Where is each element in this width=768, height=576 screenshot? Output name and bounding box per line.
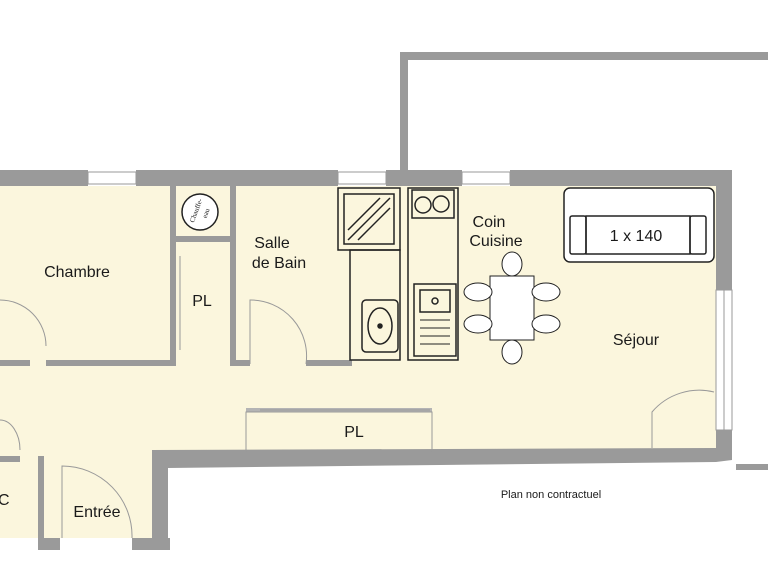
water-heater-label-2: eau (201, 207, 212, 219)
label-placard-2: PL (344, 424, 364, 441)
label-coin-cuisine-2: Cuisine (469, 233, 522, 250)
label-bed-size: 1 x 140 (610, 228, 663, 245)
washbasin (349, 249, 401, 361)
label-wc-partial: C (0, 492, 10, 509)
walls (0, 52, 768, 550)
dining-table (463, 251, 561, 365)
disclaimer-note: Plan non contractuel (501, 489, 601, 501)
doors (0, 256, 715, 539)
room-labels: Chambre Salle de Bain PL Coin Cuisine Sé… (0, 214, 662, 521)
water-heater: Chauffe- eau (181, 193, 219, 231)
placard-rails (245, 409, 433, 453)
windows (87, 171, 733, 431)
label-sejour: Séjour (613, 332, 660, 349)
label-chambre: Chambre (44, 264, 110, 281)
kitchen-counter (407, 187, 459, 361)
label-salle-de-bain-1: Salle (254, 235, 290, 252)
label-salle-de-bain-2: de Bain (252, 255, 306, 272)
label-placard-1: PL (192, 293, 212, 310)
sink-drainer (420, 319, 450, 345)
label-entree: Entrée (73, 504, 120, 521)
label-coin-cuisine-1: Coin (473, 214, 506, 231)
sofa-bed (563, 187, 715, 263)
